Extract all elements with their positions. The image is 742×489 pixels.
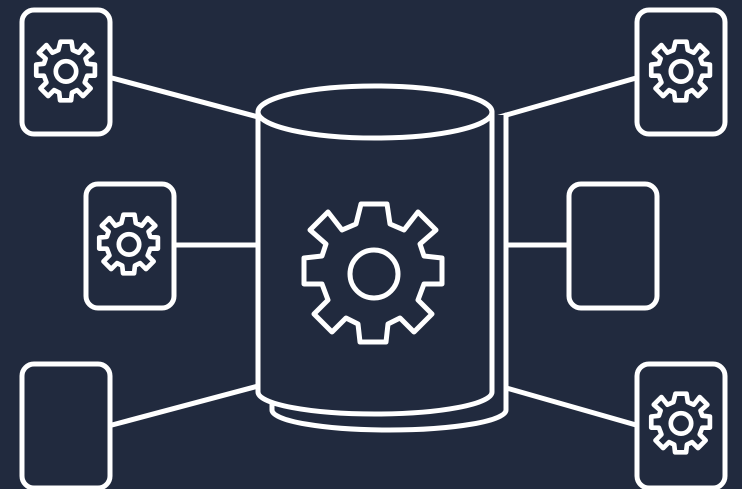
node-box xyxy=(566,181,660,311)
node-bottom-right xyxy=(634,361,728,489)
gear-icon xyxy=(36,42,95,101)
connector-top-right xyxy=(493,75,639,121)
node-top-right xyxy=(634,7,728,137)
node-mid-left xyxy=(83,181,177,311)
node-bottom-left xyxy=(19,361,113,489)
node-mid-right xyxy=(566,181,660,311)
node-box xyxy=(634,7,728,137)
connector-top-left xyxy=(109,75,265,121)
connector-bottom-left xyxy=(109,382,265,428)
connector-lines xyxy=(109,75,639,428)
center-cylinder xyxy=(255,83,509,433)
gear-icon xyxy=(99,215,158,274)
cylinder-front-body xyxy=(255,109,495,417)
node-box xyxy=(19,361,113,489)
connector-bottom-right xyxy=(493,382,639,428)
gear-icon xyxy=(651,394,710,453)
gear-icon xyxy=(651,42,710,101)
cylinder-top xyxy=(255,83,495,141)
node-top-left xyxy=(19,7,113,137)
center-gear-icon xyxy=(304,204,442,342)
node-box xyxy=(83,181,177,311)
node-box xyxy=(634,361,728,489)
node-box xyxy=(19,7,113,137)
